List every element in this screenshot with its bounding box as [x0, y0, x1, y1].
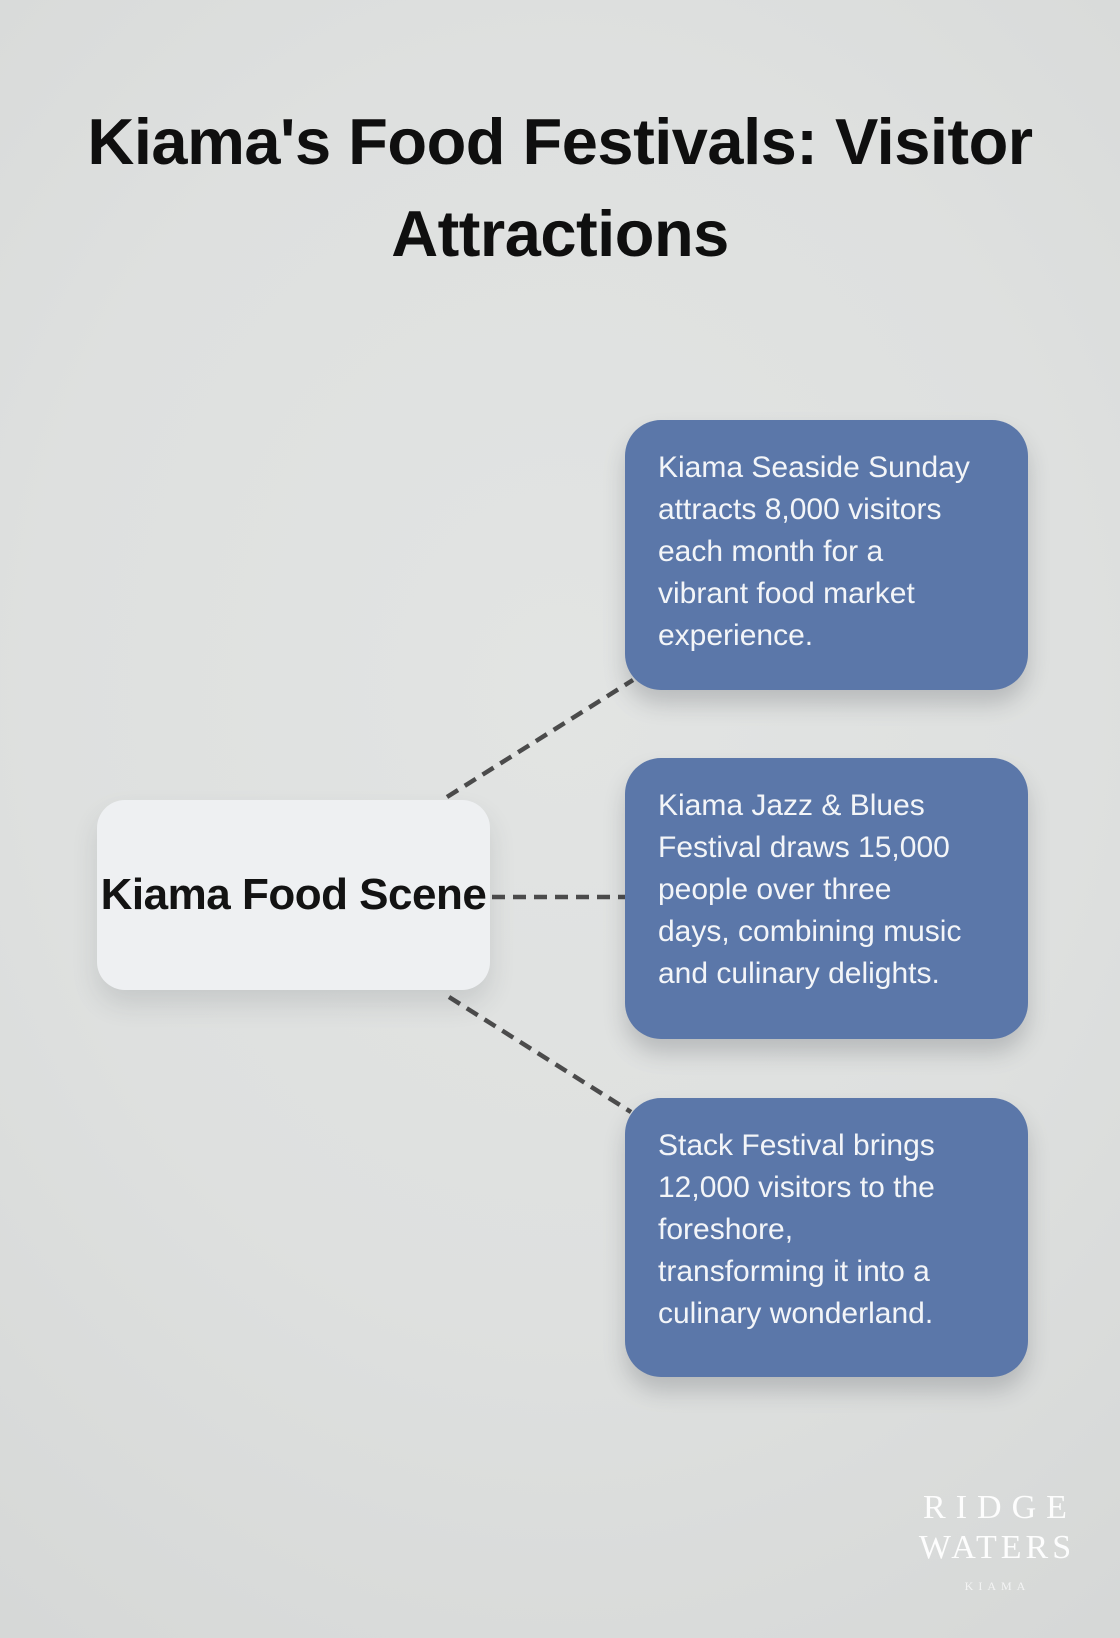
center-node-kiama-food-scene: Kiama Food Scene: [97, 800, 490, 990]
connector-bottom-line: [447, 995, 633, 1114]
page-title-line-2: Attractions: [391, 197, 729, 270]
page-title-line-1: Kiama's Food Festivals: Visitor: [87, 105, 1033, 178]
festival-card-text: Stack Festival brings 12,000 visitors to…: [658, 1129, 935, 1330]
festival-card-text: Kiama Jazz & Blues Festival draws 15,000…: [658, 789, 962, 990]
logo-waters-text: WATERS: [918, 1529, 1076, 1566]
festival-card-seaside-sunday: Kiama Seaside Sunday attracts 8,000 visi…: [625, 420, 1028, 690]
logo-kiama-text: KIAMA: [964, 1579, 1031, 1593]
center-node-label: Kiama Food Scene: [100, 870, 487, 919]
festival-card-text: Kiama Seaside Sunday attracts 8,000 visi…: [658, 451, 970, 652]
ridge-waters-logo: RIDGE WATERS KIAMA: [895, 1489, 1095, 1594]
logo-ridge-text: RIDGE: [923, 1489, 1077, 1526]
festival-card-stack: Stack Festival brings 12,000 visitors to…: [625, 1098, 1028, 1377]
connector-top-line: [445, 678, 635, 799]
festival-card-jazz-blues: Kiama Jazz & Blues Festival draws 15,000…: [625, 758, 1028, 1039]
page-title: Kiama's Food Festivals: Visitor Attracti…: [0, 96, 1120, 280]
